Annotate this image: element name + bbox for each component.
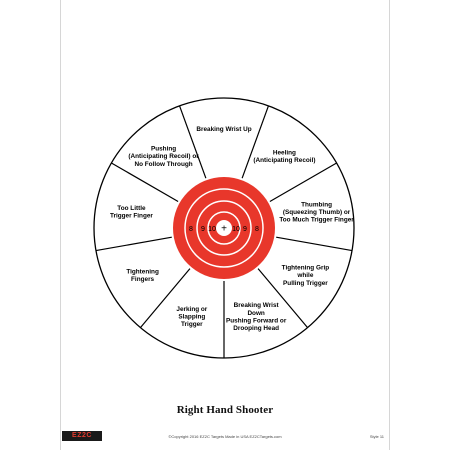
segment-label: Heeling(Anticipating Recoil) bbox=[253, 149, 315, 164]
footer: EZ2C ©Copyright 2016 EZ2C Targets Made i… bbox=[62, 431, 388, 443]
segment-labels: Breaking Wrist Up Heeling(Anticipating Re… bbox=[110, 126, 354, 332]
bullseye-center bbox=[216, 220, 232, 236]
segment-divider bbox=[269, 162, 337, 203]
segment-divider bbox=[95, 236, 172, 252]
segment-label: Breaking Wrist Up bbox=[196, 126, 251, 133]
ring-score-left: 10 bbox=[208, 226, 216, 233]
page-title: Right Hand Shooter bbox=[176, 404, 274, 416]
style-code: Style 11 bbox=[369, 434, 384, 439]
ring-score-left: 8 bbox=[189, 226, 193, 233]
ring-score-right: 10 bbox=[232, 226, 240, 233]
ring-score-right: 8 bbox=[255, 226, 259, 233]
ring-score-left: 9 bbox=[201, 226, 205, 233]
segment-divider bbox=[178, 105, 207, 179]
segment-divider bbox=[257, 268, 309, 328]
segment-divider bbox=[111, 162, 179, 203]
segment-divider bbox=[139, 268, 191, 328]
crosshair-icon: + bbox=[221, 224, 227, 235]
brand-logo: EZ2C bbox=[62, 431, 102, 441]
segment-divider bbox=[241, 105, 270, 179]
ring-score-right: 9 bbox=[243, 226, 247, 233]
segment-divider bbox=[276, 236, 353, 252]
copyright-text: ©Copyright 2016 EZ2C Targets Made in USA… bbox=[168, 434, 282, 439]
